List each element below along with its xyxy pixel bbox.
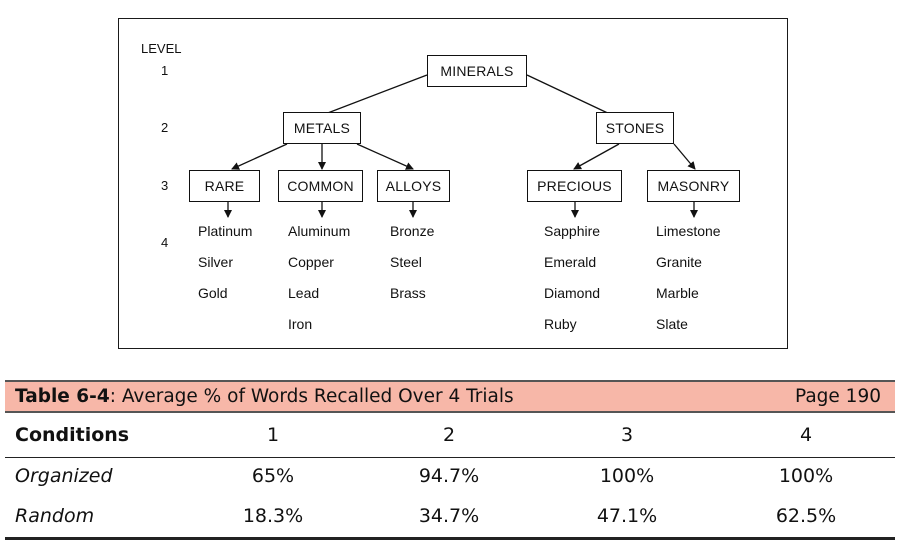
node-stones: STONES: [596, 112, 674, 144]
leaf-item: Silver: [198, 254, 234, 270]
table-cell: 47.1%: [596, 505, 658, 527]
leaf-item: Limestone: [656, 223, 721, 239]
table-cell: 94.7%: [418, 465, 480, 487]
header-cell: 4: [799, 424, 813, 446]
table-bottom-rule: [5, 537, 895, 540]
table-title-bar: Table 6-4: Average % of Words Recalled O…: [5, 380, 895, 413]
node-alloys: ALLOYS: [377, 170, 450, 202]
leaf-item: Marble: [656, 285, 699, 301]
leaf-item: Platinum: [198, 223, 253, 239]
level-1-label: 1: [161, 63, 169, 78]
node-minerals: MINERALS: [427, 55, 527, 87]
table-row: Organized 65% 94.7% 100% 100%: [5, 458, 895, 498]
node-masonry: MASONRY: [647, 170, 740, 202]
table-title: Table 6-4: Average % of Words Recalled O…: [15, 386, 514, 407]
level-4-label: 4: [161, 235, 169, 250]
table-cell: 100%: [599, 465, 655, 487]
table-row: Random 18.3% 34.7% 47.1% 62.5%: [5, 498, 895, 538]
level-3-label: 3: [161, 178, 169, 193]
leaf-item: Iron: [288, 316, 313, 332]
leaf-item: Steel: [390, 254, 422, 270]
leaf-item: Lead: [288, 285, 320, 301]
header-cell: 2: [442, 424, 456, 446]
row-label: Organized: [15, 465, 113, 487]
leaf-item: Granite: [656, 254, 702, 270]
node-common: COMMON: [278, 170, 363, 202]
node-rare: RARE: [189, 170, 260, 202]
header-cell: 3: [620, 424, 634, 446]
node-precious: PRECIOUS: [527, 170, 622, 202]
page-reference: Page 190: [795, 386, 881, 407]
table-cell: 62.5%: [775, 505, 837, 527]
leaf-item: Sapphire: [544, 223, 601, 239]
table-caption: : Average % of Words Recalled Over 4 Tri…: [109, 386, 514, 407]
leaf-item: Ruby: [544, 316, 577, 332]
level-header: LEVEL: [141, 41, 182, 56]
table-cell: 65%: [251, 465, 295, 487]
table-header-row: Conditions 1 2 3 4: [5, 417, 895, 458]
node-metals: METALS: [283, 112, 361, 144]
table-number: Table 6-4: [15, 386, 110, 407]
header-cell: Conditions: [15, 424, 130, 446]
table-cell: 100%: [778, 465, 834, 487]
table-cell: 34.7%: [418, 505, 480, 527]
leaf-item: Bronze: [390, 223, 435, 239]
leaf-item: Gold: [198, 285, 228, 301]
header-cell: 1: [266, 424, 280, 446]
leaf-item: Slate: [656, 316, 688, 332]
leaf-item: Diamond: [544, 285, 601, 301]
level-2-label: 2: [161, 120, 169, 135]
mineral-hierarchy-diagram: LEVEL 1 2 3 4 MINERALS METALS STONES RAR…: [118, 18, 788, 349]
leaf-item: Copper: [288, 254, 334, 270]
table-cell: 18.3%: [242, 505, 304, 527]
leaf-item: Emerald: [544, 254, 597, 270]
leaf-item: Brass: [390, 285, 426, 301]
row-label: Random: [15, 505, 95, 527]
leaf-item: Aluminum: [288, 223, 351, 239]
